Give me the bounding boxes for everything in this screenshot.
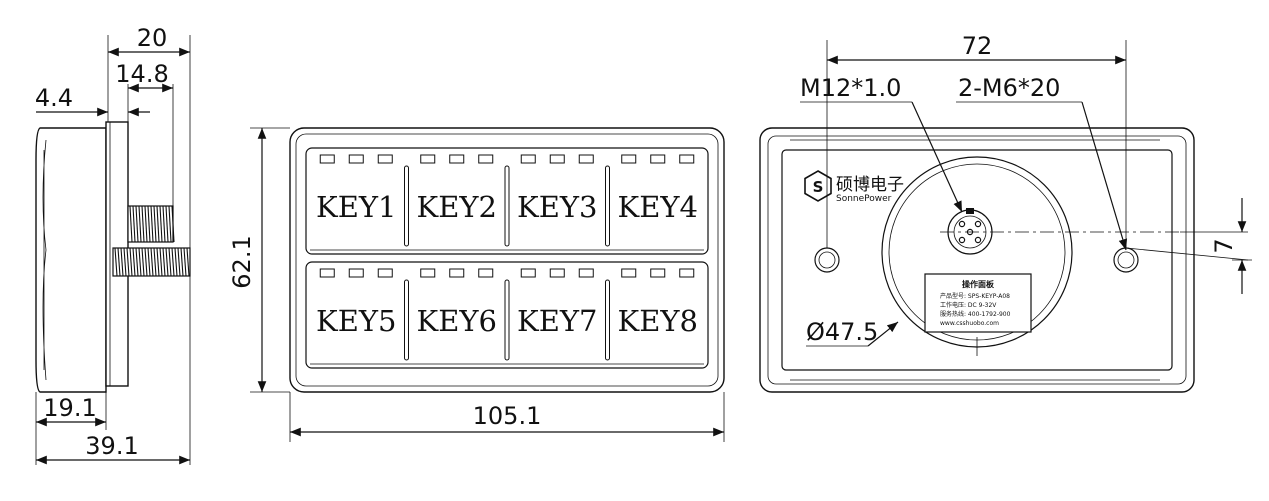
key-led-indicator (621, 268, 637, 278)
key-led-indicator (377, 154, 393, 164)
key-key1[interactable]: KEY1 (316, 154, 396, 224)
key-divider (404, 279, 409, 361)
key-led-indicator (520, 268, 536, 278)
key-led-indicator (319, 154, 335, 164)
product-label: 操作面板 产品型号: SPS-KEYP-A08 工作电压: DC 9-32V 服… (924, 273, 1032, 333)
key-led-indicator (449, 268, 465, 278)
back-ribs (790, 139, 1160, 381)
brand-logo: S 硕博电子 SonnePower (804, 170, 904, 204)
key-label: KEY4 (618, 190, 698, 224)
key-key7[interactable]: KEY7 (517, 268, 597, 338)
back-plate (781, 149, 1173, 371)
key-led-indicator (449, 154, 465, 164)
svg-text:S: S (813, 178, 824, 196)
key-led-indicator (420, 268, 436, 278)
dim-label-72: 72 (962, 32, 993, 60)
key-label: KEY7 (517, 304, 597, 338)
key-key2[interactable]: KEY2 (417, 154, 497, 224)
dim-label-19-1: 19.1 (43, 394, 96, 422)
key-divider (504, 165, 510, 247)
dim-label-7: 7 (1210, 238, 1238, 253)
leader-diameter (867, 321, 899, 347)
side-body-contour (42, 139, 47, 381)
side-view: 20 14.8 4.4 19.1 39.1 (35, 24, 191, 465)
key-divider (404, 165, 409, 247)
callout-holes: 2-M6*20 (958, 74, 1060, 102)
dim-label-39-1: 39.1 (85, 432, 138, 460)
label-line-hotline: 服务热线: 400-1792-900 (940, 310, 1011, 318)
key-divider (605, 279, 610, 361)
front-housing-inner (295, 133, 719, 387)
key-row-top (305, 147, 709, 255)
dim-label-4-4: 4.4 (35, 84, 73, 112)
key-led-indicator (621, 154, 637, 164)
key-led-indicator (679, 154, 695, 164)
key-key6[interactable]: KEY6 (417, 268, 497, 338)
key-label: KEY3 (517, 190, 597, 224)
label-line-model: 产品型号: SPS-KEYP-A08 (940, 292, 1010, 300)
key-led-indicator (578, 268, 594, 278)
key-led-indicator (650, 154, 666, 164)
brand-name-cn: 硕博电子 (836, 175, 904, 195)
back-view: S 硕博电子 SonnePower 操作面板 产品型号 (759, 32, 1252, 393)
key-row-bottom (305, 261, 709, 369)
key-key8[interactable]: KEY8 (618, 268, 698, 338)
key-led-indicator (420, 154, 436, 164)
brand-name-en: SonnePower (836, 194, 892, 204)
back-housing (759, 127, 1195, 393)
key-led-indicator (348, 268, 364, 278)
side-bolt (112, 247, 191, 277)
key-led-indicator (650, 268, 666, 278)
label-line-web: www.csshuobo.com (940, 320, 999, 327)
key-key4[interactable]: KEY4 (618, 154, 698, 224)
dim-label-20: 20 (137, 24, 168, 52)
key-led-indicator (478, 154, 494, 164)
label-title: 操作面板 (962, 279, 995, 289)
key-led-indicator (679, 268, 695, 278)
key-label: KEY2 (417, 190, 497, 224)
key-row-shadow (310, 249, 704, 365)
key-label: KEY5 (316, 304, 396, 338)
leader-m6 (1081, 101, 1128, 251)
dim-label-14-8: 14.8 (115, 60, 168, 88)
key-divider (504, 279, 510, 361)
key-led-indicator (520, 154, 536, 164)
key-divider (605, 165, 610, 247)
callout-connector: M12*1.0 (800, 74, 901, 102)
side-threaded-boss (127, 205, 175, 243)
key-led-indicator (578, 154, 594, 164)
key-led-indicator (478, 268, 494, 278)
key-led-indicator (549, 268, 565, 278)
key-label: KEY6 (417, 304, 497, 338)
dim-label-105-1: 105.1 (473, 402, 542, 430)
leader-m12 (911, 101, 963, 213)
label-line-voltage: 工作电压: DC 9-32V (940, 301, 997, 309)
back-housing-inner (767, 135, 1187, 385)
key-led-indicator (549, 154, 565, 164)
front-housing (289, 127, 725, 393)
key-led-indicator (348, 154, 364, 164)
dim-label-62-1: 62.1 (228, 235, 256, 288)
side-body (35, 127, 107, 393)
brand-logo-icon: S (804, 170, 832, 202)
key-key3[interactable]: KEY3 (517, 154, 597, 224)
key-led-indicator (319, 268, 335, 278)
callout-diameter: Ø47.5 (806, 318, 878, 346)
key-label: KEY1 (316, 190, 396, 224)
key-key5[interactable]: KEY5 (316, 268, 396, 338)
key-led-indicator (377, 268, 393, 278)
key-label: KEY8 (618, 304, 698, 338)
